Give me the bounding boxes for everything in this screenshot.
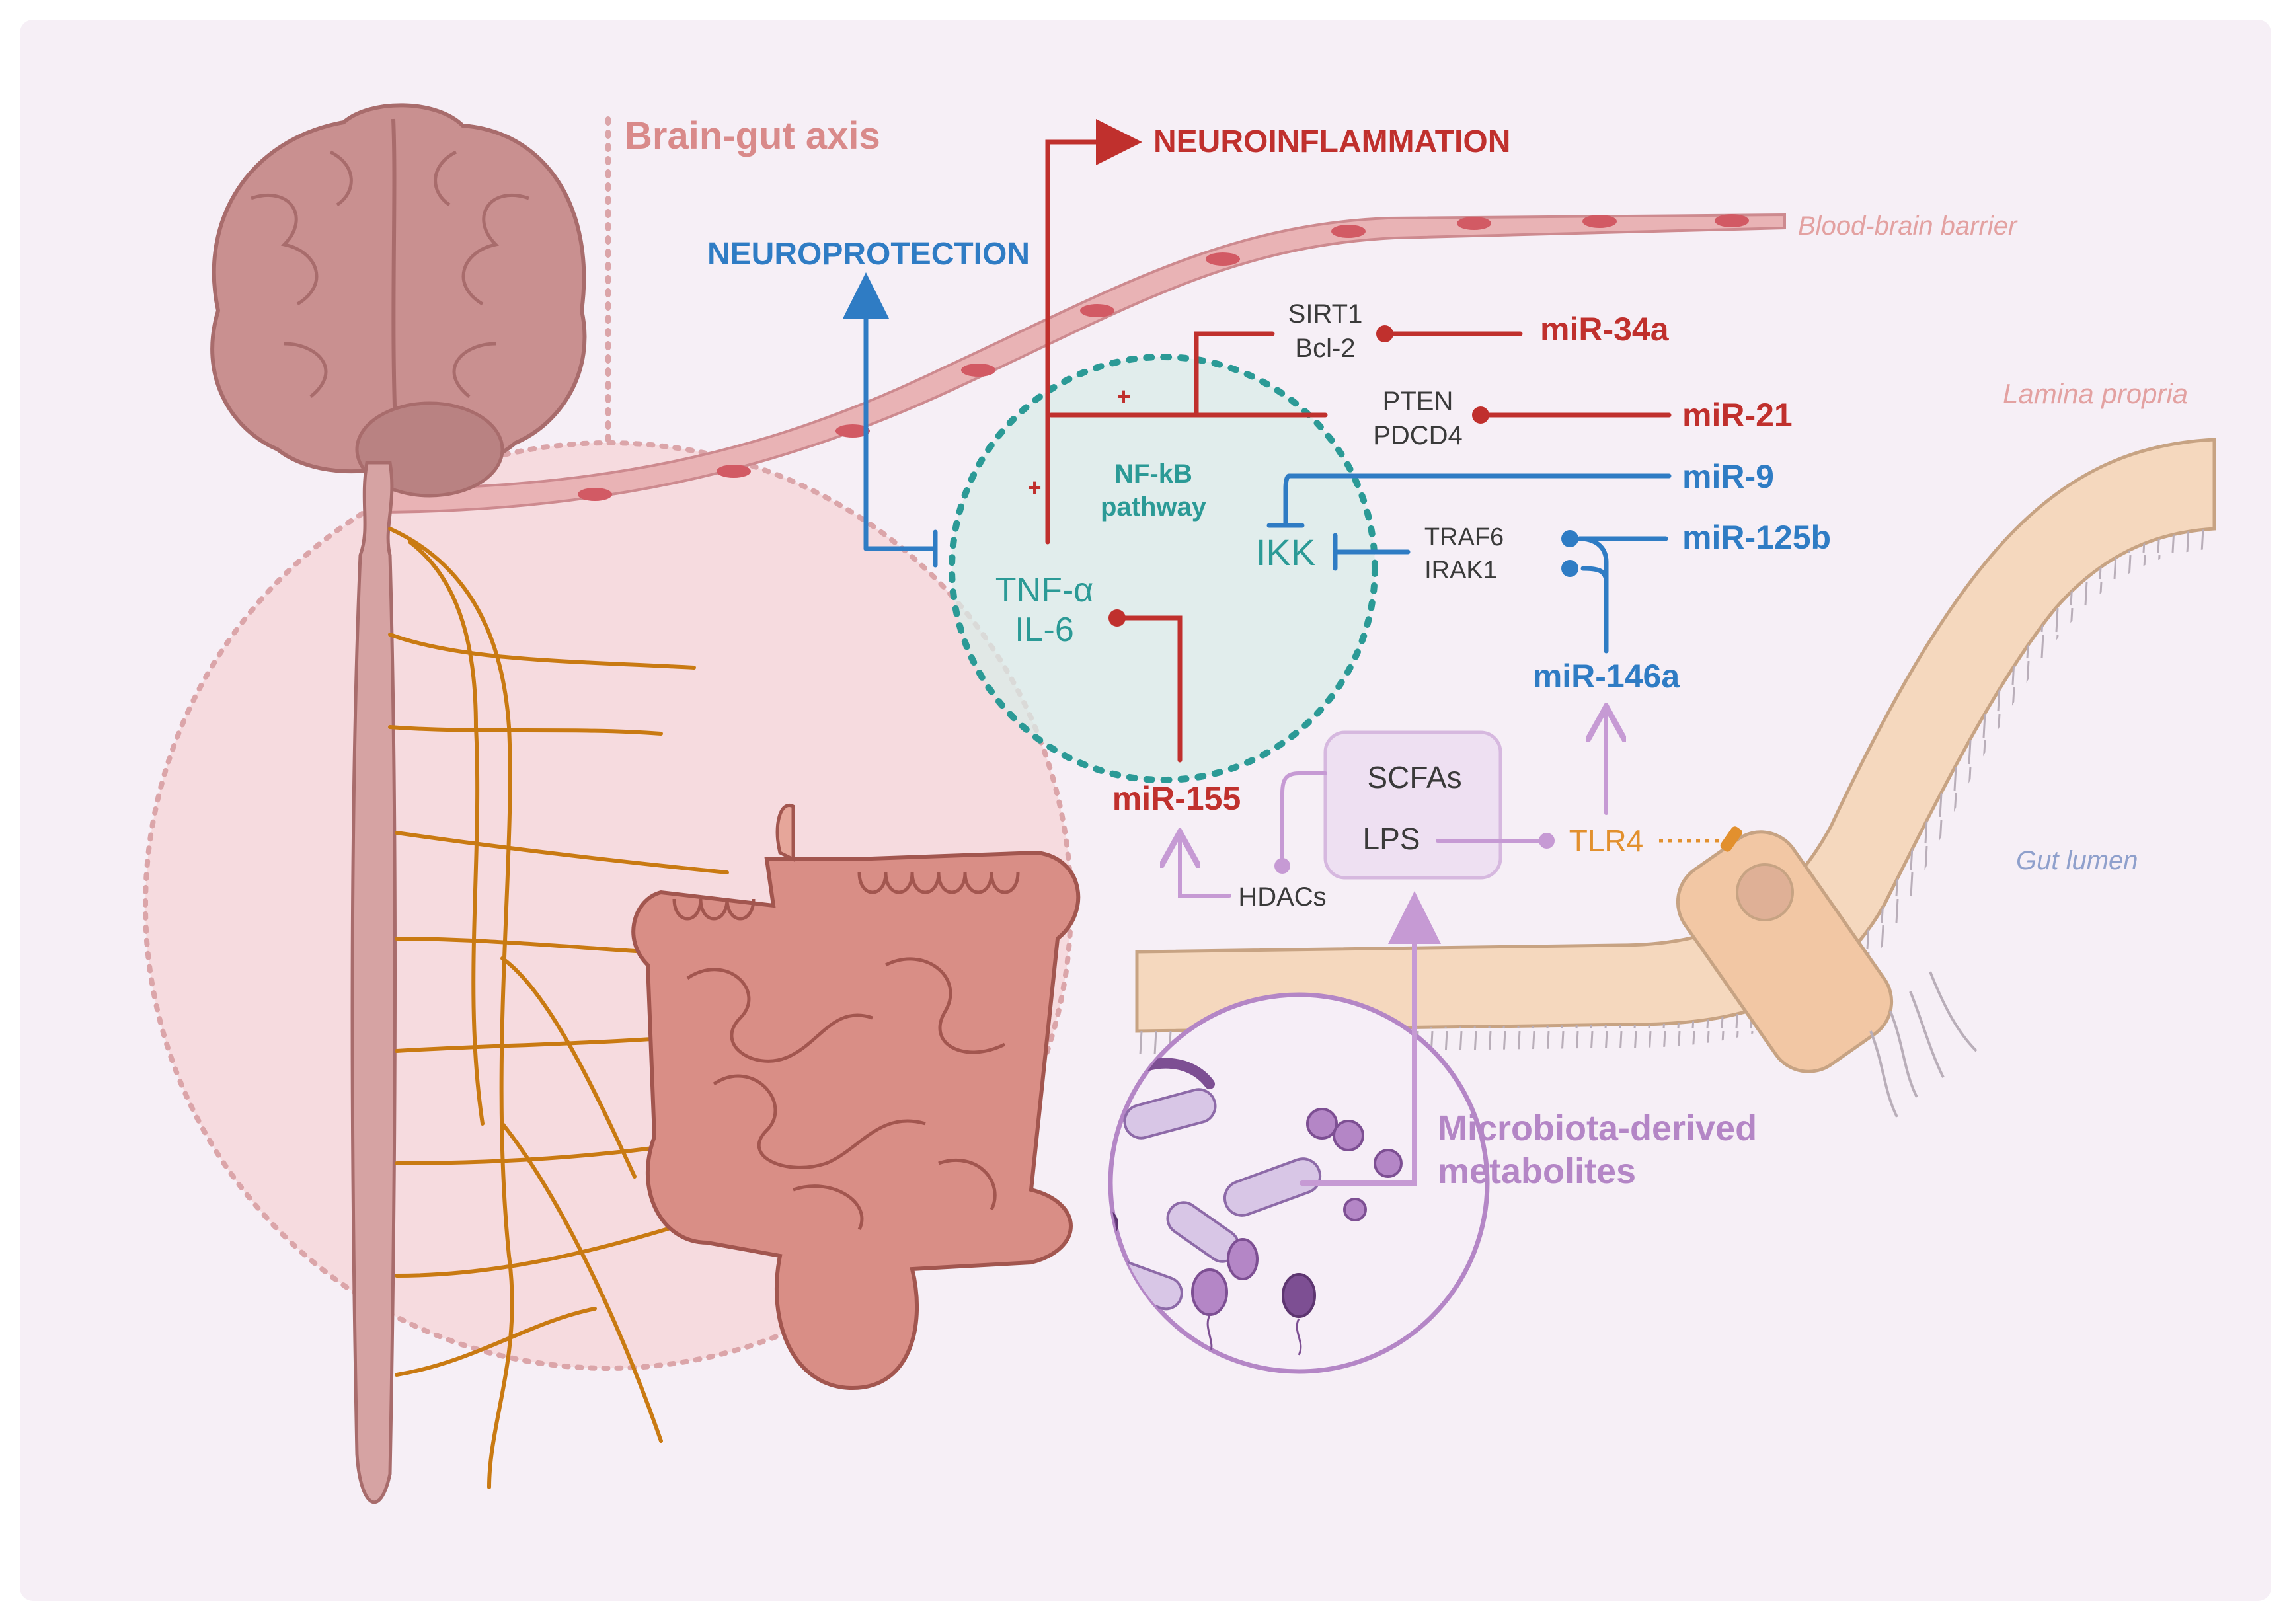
sirt1-label: SIRT1 [1288, 299, 1363, 329]
metabolites-box [1323, 730, 1502, 880]
hdacs-mir155-arrow [1180, 836, 1231, 898]
mir34a-label: miR-34a [1540, 311, 1670, 348]
neuroprotection-label: NEUROPROTECTION [707, 237, 1030, 272]
lps-label: LPS [1363, 822, 1420, 856]
gut-epithelium-icon [1135, 438, 2216, 1054]
tlr4-label: TLR4 [1569, 824, 1643, 858]
spinal-cord-icon [350, 461, 397, 1504]
traf6-ikk-inhibition [1333, 533, 1411, 571]
mir9-inhibition [1266, 473, 1672, 528]
lps-tlr4-arrow [1436, 833, 1555, 849]
microbiota-metabolites-arrow [1300, 891, 1441, 1186]
blood-brain-barrier [369, 213, 1786, 514]
mir21-label: miR-21 [1682, 397, 1793, 434]
microbiota-label-line2: metabolites [1438, 1151, 1636, 1191]
tnf-alpha-label: TNF-α [995, 571, 1093, 609]
brain-icon [210, 103, 587, 498]
neuroprotection-arrow [843, 272, 938, 568]
brain-gut-axis-label: Brain-gut axis [625, 114, 880, 157]
mir146a-inhibition [1561, 536, 1609, 654]
mir34a-inhibition [1376, 325, 1523, 342]
traf6-label: TRAF6 [1424, 523, 1504, 551]
plus-sign-1: + [1116, 383, 1130, 410]
ikk-label: IKK [1256, 531, 1315, 573]
epithelial-cell-icon [1676, 826, 1978, 1118]
mir125b-inhibition [1561, 530, 1668, 547]
nfkb-label-line1: NF-kB [1114, 459, 1192, 488]
mir21-inhibition [1472, 406, 1672, 424]
nfkb-pathway-region [949, 354, 1378, 783]
bcl2-label: Bcl-2 [1295, 334, 1355, 363]
irak1-label: IRAK1 [1424, 557, 1497, 584]
mir155-label: miR-155 [1112, 780, 1241, 817]
intestine-icon [631, 804, 1081, 1391]
mir125b-label: miR-125b [1682, 519, 1831, 556]
mir155-inhibition [1108, 609, 1183, 763]
mir146a-label: miR-146a [1533, 658, 1681, 695]
neuroinflammation-arrow [1045, 119, 1328, 545]
pdcd4-label: PDCD4 [1373, 421, 1463, 450]
scfas-hdacs-inhibition [1274, 771, 1327, 874]
gut-lumen-label: Gut lumen [2016, 846, 2138, 875]
hdacs-label: HDACs [1238, 882, 1326, 911]
vagus-nerve-icon [388, 527, 769, 1489]
il6-label: IL-6 [1015, 611, 1074, 649]
microbiota-label-line1: Microbiota-derived [1438, 1108, 1757, 1148]
plus-sign-2: + [1027, 474, 1041, 501]
microbiota-lens [1108, 992, 1490, 1374]
neuroinflammation-label: NEUROINFLAMMATION [1153, 124, 1510, 159]
blood-brain-barrier-label: Blood-brain barrier [1798, 212, 2018, 241]
mir9-label: miR-9 [1682, 458, 1774, 495]
lamina-propria-label: Lamina propria [2003, 378, 2188, 409]
pten-label: PTEN [1383, 387, 1454, 416]
scfas-label: SCFAs [1367, 760, 1461, 794]
nfkb-label-line2: pathway [1101, 492, 1207, 522]
